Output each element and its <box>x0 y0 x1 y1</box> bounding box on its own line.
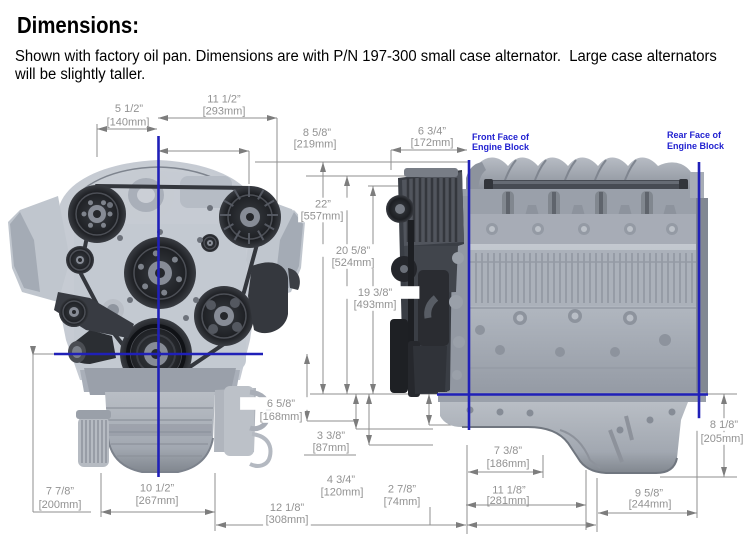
svg-text:[186mm]: [186mm] <box>487 458 530 470</box>
svg-text:Engine Block: Engine Block <box>667 141 725 151</box>
svg-text:2 7/8”: 2 7/8” <box>388 483 416 495</box>
svg-text:[87mm]: [87mm] <box>313 442 350 454</box>
svg-text:[200mm]: [200mm] <box>39 499 82 511</box>
svg-text:[308mm]: [308mm] <box>266 514 309 526</box>
svg-text:4 3/4”: 4 3/4” <box>327 474 355 486</box>
svg-text:7 3/8”: 7 3/8” <box>494 445 522 457</box>
svg-text:11 1/2”: 11 1/2” <box>207 93 241 105</box>
svg-text:[168mm]: [168mm] <box>260 411 303 423</box>
svg-text:[557mm]: [557mm] <box>301 210 344 222</box>
svg-text:6 3/4”: 6 3/4” <box>418 125 446 137</box>
svg-text:8 5/8”: 8 5/8” <box>303 127 331 139</box>
svg-text:12 1/8”: 12 1/8” <box>270 502 305 514</box>
svg-text:[244mm]: [244mm] <box>629 498 672 510</box>
svg-text:Front Face of: Front Face of <box>472 132 530 142</box>
svg-text:22”: 22” <box>315 198 331 210</box>
svg-text:10 1/2”: 10 1/2” <box>140 482 175 494</box>
svg-text:11 1/8”: 11 1/8” <box>492 484 526 496</box>
svg-text:[293mm]: [293mm] <box>203 105 246 117</box>
svg-text:19 3/8”: 19 3/8” <box>358 287 393 299</box>
svg-text:[172mm]: [172mm] <box>411 137 454 149</box>
svg-text:6 5/8”: 6 5/8” <box>267 398 295 410</box>
svg-text:[120mm]: [120mm] <box>321 486 364 498</box>
svg-text:9 5/8”: 9 5/8” <box>635 487 663 499</box>
svg-text:3 3/8”: 3 3/8” <box>317 430 345 442</box>
svg-text:[74mm]: [74mm] <box>384 496 421 508</box>
svg-text:[205mm]: [205mm] <box>701 433 744 445</box>
svg-text:[493mm]: [493mm] <box>354 299 397 311</box>
svg-text:Engine Block: Engine Block <box>472 142 530 152</box>
svg-text:Rear Face of: Rear Face of <box>667 130 722 140</box>
svg-text:[524mm]: [524mm] <box>332 257 375 269</box>
svg-text:5 1/2”: 5 1/2” <box>115 103 143 115</box>
svg-text:20 5/8”: 20 5/8” <box>336 245 371 257</box>
svg-text:8 1/8”: 8 1/8” <box>710 419 738 431</box>
svg-text:[140mm]: [140mm] <box>107 116 150 128</box>
svg-text:7 7/8”: 7 7/8” <box>46 485 74 497</box>
svg-text:[267mm]: [267mm] <box>136 495 179 507</box>
svg-text:[281mm]: [281mm] <box>487 495 530 507</box>
svg-text:[219mm]: [219mm] <box>294 138 337 150</box>
